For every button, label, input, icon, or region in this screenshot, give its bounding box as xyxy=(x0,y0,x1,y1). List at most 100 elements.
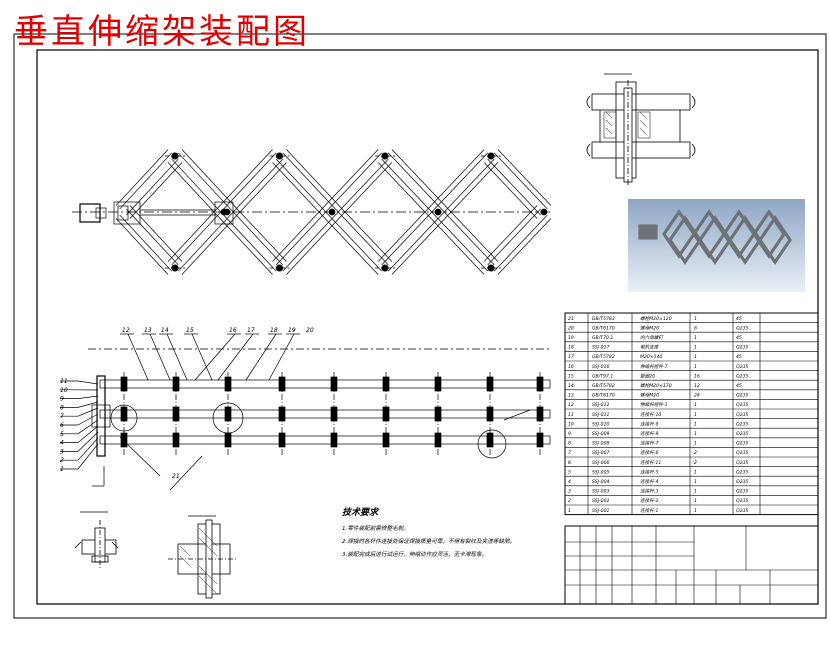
scissor-link xyxy=(233,205,287,262)
bolt-head xyxy=(172,432,180,448)
bom-cell-mat: 45 xyxy=(736,316,742,322)
bom-cell-mat: Q235 xyxy=(736,441,748,447)
callout-label: 13 xyxy=(144,327,152,334)
bom-cell-mat: Q235 xyxy=(736,412,748,418)
scissor-link xyxy=(230,158,284,216)
motor-side xyxy=(91,404,111,428)
bolt-head xyxy=(536,432,544,448)
leader xyxy=(77,395,99,399)
bom-cell-qty: 1 xyxy=(694,489,697,495)
scissor-link xyxy=(391,149,446,206)
scissor-front-view xyxy=(60,333,552,491)
scissor-link xyxy=(275,208,329,266)
bom-cell-code: GB/T5782 xyxy=(592,354,615,360)
scissor-top-view xyxy=(72,149,552,275)
bom-cell-code: GB/T97.1 xyxy=(592,373,613,379)
scissor-link xyxy=(178,214,231,272)
scissor-link xyxy=(483,162,538,219)
leader xyxy=(119,436,161,477)
leader xyxy=(77,443,99,470)
pin-joint xyxy=(220,208,228,216)
bom-cell-code: SSJ-010 xyxy=(592,421,610,427)
leader xyxy=(77,425,99,443)
bom-cell-mat: Q235 xyxy=(736,460,748,466)
leader xyxy=(77,413,99,426)
bolt-head xyxy=(434,432,442,448)
bom-cell-no: 1 xyxy=(568,508,571,514)
bom-cell-mat: 45 xyxy=(736,354,742,360)
bom-cell-qty: 1 xyxy=(694,345,697,351)
bom-cell-mat: Q235 xyxy=(736,325,748,331)
scissor-link xyxy=(167,162,221,219)
bom-cell-name: 连接杆-4 xyxy=(640,479,658,485)
slider-block xyxy=(214,201,234,225)
bom-cell-code: SSJ-001 xyxy=(592,508,610,514)
scissor-link xyxy=(129,162,183,219)
bom-cell-name: 连接杆-5 xyxy=(640,469,658,475)
leader xyxy=(77,431,99,452)
leader xyxy=(77,419,99,435)
bom-cell-no: 13 xyxy=(568,393,574,399)
joint-detail-a xyxy=(74,511,119,568)
bom-cell-name: 连接杆-6 xyxy=(640,450,658,456)
title-block xyxy=(564,525,819,605)
bom-cell-mat: Q235 xyxy=(736,479,748,485)
bom-cell-code: SSJ-002 xyxy=(592,498,610,504)
scissor-link xyxy=(388,152,442,210)
scissor-link xyxy=(328,214,382,272)
bom-cell-code: SSJ-012 xyxy=(592,402,610,408)
bom-cell-no: 19 xyxy=(568,335,574,341)
scissor-link xyxy=(487,158,541,216)
bom-cell-no: 7 xyxy=(568,450,571,456)
scissor-link xyxy=(391,218,446,275)
leader xyxy=(166,333,188,381)
bom-cell-qty: 1 xyxy=(694,335,697,341)
scissor-link xyxy=(223,214,277,272)
bom-cell-no: 6 xyxy=(568,460,571,466)
bom-cell-no: 2 xyxy=(568,498,571,504)
scissor-link xyxy=(272,162,326,219)
scissor-link xyxy=(219,218,273,275)
scissor-link xyxy=(377,205,432,262)
callout-label: 11 xyxy=(60,378,68,385)
bolt-head xyxy=(486,376,494,392)
bom-cell-name: 连接杆-3 xyxy=(640,489,658,495)
leader xyxy=(169,455,203,491)
scissor-link xyxy=(487,208,541,266)
scissor-link xyxy=(388,214,442,272)
callout-label: 3 xyxy=(60,448,64,455)
bom-cell-code: GB/T6170 xyxy=(592,393,615,399)
scissor-link xyxy=(377,162,432,219)
bom-cell-code: SSJ-017 xyxy=(592,345,610,351)
bom-cell-no: 10 xyxy=(568,421,574,427)
callout-label: 2 xyxy=(60,457,64,464)
bom-cell-code: SSJ-005 xyxy=(592,469,610,475)
render-link xyxy=(758,215,792,265)
bom-cell-name: 内六角螺钉 xyxy=(640,335,664,341)
detail-leader xyxy=(503,409,531,421)
bom-cell-mat: Q235 xyxy=(736,431,748,437)
bom-cell-mat: Q235 xyxy=(736,450,748,456)
drive-block xyxy=(113,201,141,225)
scissor-link xyxy=(171,208,224,266)
callout-label: 1 xyxy=(60,466,64,473)
bolt-head xyxy=(382,406,390,422)
technical-requirement-3: 3.装配完成后进行试运行，伸缩动作应灵活，无卡滞现象。 xyxy=(342,552,488,558)
bolt-head xyxy=(434,406,442,422)
bolt-head xyxy=(278,406,286,422)
drive-bearing xyxy=(117,205,129,221)
leader xyxy=(191,333,213,381)
bom-cell-qty: 1 xyxy=(694,364,697,370)
bom-cell-no: 11 xyxy=(568,412,574,418)
scissor-link xyxy=(324,218,379,275)
scissor-link xyxy=(233,162,287,219)
scissor-link xyxy=(434,152,488,210)
bom-cell-name: 连接杆-2 xyxy=(640,498,658,504)
bom-cell-mat: 45 xyxy=(736,335,742,341)
bolt-head xyxy=(330,432,338,448)
bolt-head xyxy=(120,376,128,392)
leader xyxy=(77,401,99,408)
bolt-head xyxy=(120,406,128,422)
scissor-link xyxy=(129,205,183,262)
